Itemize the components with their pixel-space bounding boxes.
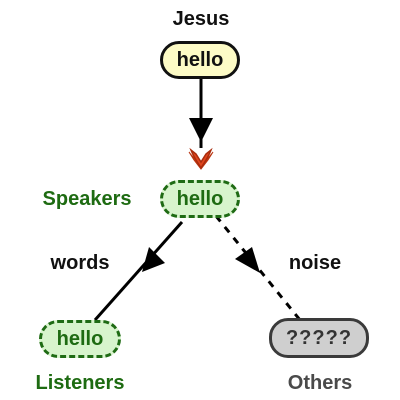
words-edge-label: words	[50, 252, 110, 274]
source-node-label: Jesus	[172, 8, 230, 30]
speakers-node-label: Speakers	[42, 188, 132, 210]
noise-edge-label: noise	[288, 252, 342, 274]
others-message-text: ?????	[285, 327, 353, 349]
speakers-message-box: hello	[160, 180, 240, 218]
edge-speakers-to-others-arrowhead	[235, 247, 260, 273]
edge-speakers-to-listeners	[93, 221, 184, 321]
source-message-text: hello	[176, 49, 224, 71]
listeners-message-box: hello	[39, 320, 121, 358]
listeners-node-label: Listeners	[35, 372, 125, 394]
source-message-box: hello	[160, 41, 240, 79]
receive-marker-icon-shape	[189, 147, 213, 170]
listeners-message-text: hello	[56, 328, 104, 350]
speakers-message-text: hello	[176, 188, 224, 210]
others-message-box: ?????	[269, 318, 369, 358]
edge-speakers-to-listeners-arrowhead	[142, 247, 165, 272]
edge-source-to-speakers-arrowhead	[189, 118, 213, 142]
others-node-label: Others	[287, 372, 353, 394]
